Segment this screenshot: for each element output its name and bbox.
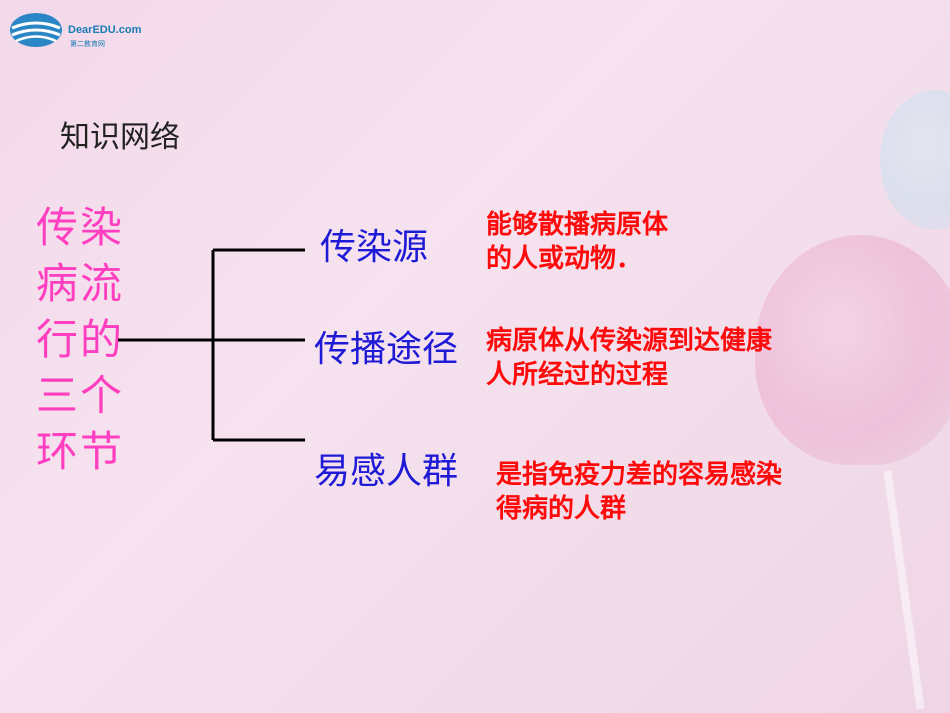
root-line: 环节 [36, 427, 125, 476]
root-line: 三个 [36, 371, 125, 420]
desc-line: 的人或动物． [486, 244, 643, 274]
desc-line: 得病的人群 [496, 494, 627, 524]
desc-line: 是指免疫力差的容易感染 [496, 460, 783, 490]
branch-node-route: 传播途径 [314, 329, 459, 370]
branch-desc-susceptible: 是指免疫力差的容易感染 得病的人群 [496, 458, 782, 526]
branch-desc-route: 病原体从传染源到达健康 人所经过的过程 [486, 324, 772, 392]
desc-line: 能够散播病原体 [486, 210, 669, 240]
site-logo: DearEDU.com 第二教育网 [8, 10, 148, 50]
branch-desc-source: 能够散播病原体 的人或动物． [486, 208, 668, 276]
logo-globe-icon [10, 13, 62, 47]
desc-line: 人所经过的过程 [486, 360, 669, 390]
branch-node-source: 传染源 [320, 227, 429, 268]
root-line: 传染 [36, 203, 125, 252]
background-heart-lollipop [755, 235, 950, 465]
section-heading: 知识网络 [60, 120, 180, 155]
root-line: 行的 [36, 315, 125, 364]
root-concept: 传染 病流 行的 三个 环节 [36, 200, 136, 480]
root-line: 病流 [36, 259, 125, 308]
logo-text: DearEDU.com [68, 24, 142, 36]
desc-line: 病原体从传染源到达健康 [486, 326, 773, 356]
logo-subtext: 第二教育网 [70, 40, 105, 48]
branch-node-susceptible: 易感人群 [314, 451, 459, 492]
